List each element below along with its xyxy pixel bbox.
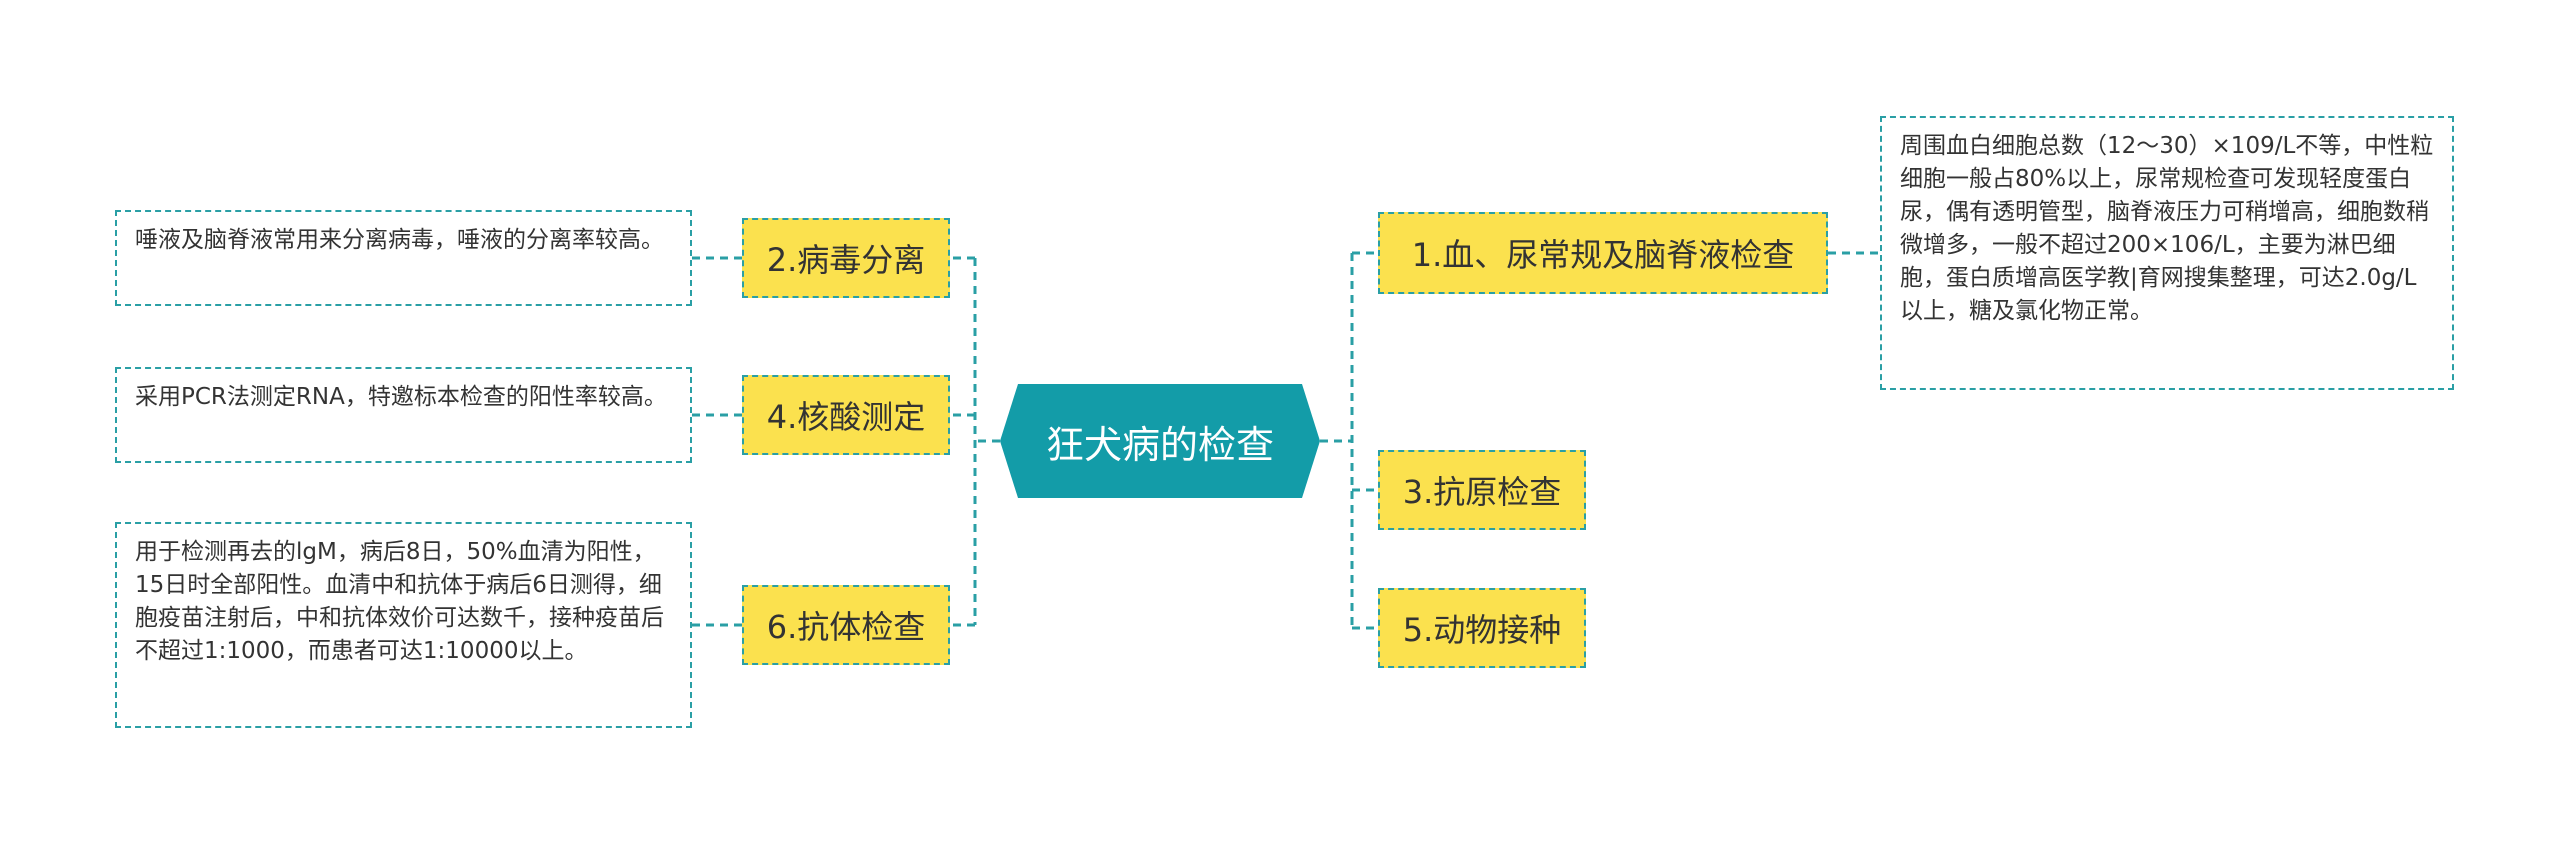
branch-nucleic-acid-test[interactable]: 4.核酸测定 [742, 375, 950, 455]
note-antibody-test: 用于检测再去的lgM，病后8日，50%血清为阳性，15日时全部阳性。血清中和抗体… [115, 522, 692, 728]
branch-routine-tests-label: 1.血、尿常规及脑脊液检查 [1411, 236, 1795, 274]
branch-virus-isolation[interactable]: 2.病毒分离 [742, 218, 950, 298]
note-antibody-test-text: 用于检测再去的lgM，病后8日，50%血清为阳性，15日时全部阳性。血清中和抗体… [135, 539, 664, 664]
central-topic-shape [1000, 384, 1320, 498]
central-topic-label: 狂犬病的检查 [1045, 422, 1274, 467]
note-virus-isolation: 唾液及脑脊液常用来分离病毒，唾液的分离率较高。 [115, 210, 692, 306]
branch-antigen-test[interactable]: 3.抗原检查 [1378, 450, 1586, 530]
note-routine-tests: 周围血白细胞总数（12～30）×109/L不等，中性粒细胞一般占80%以上，尿常… [1880, 116, 2454, 390]
branch-animal-inoculation[interactable]: 5.动物接种 [1378, 588, 1586, 668]
branch-antibody-test-label: 6.抗体检查 [766, 608, 926, 646]
note-nucleic-acid-test-text: 采用PCR法测定RNA，特邀标本检查的阳性率较高。 [135, 384, 667, 410]
note-routine-tests-text: 周围血白细胞总数（12～30）×109/L不等，中性粒细胞一般占80%以上，尿常… [1900, 133, 2434, 324]
branch-animal-inoculation-label: 5.动物接种 [1402, 611, 1562, 649]
branch-virus-isolation-label: 2.病毒分离 [766, 241, 926, 279]
branch-routine-tests[interactable]: 1.血、尿常规及脑脊液检查 [1378, 212, 1828, 294]
branch-antigen-test-label: 3.抗原检查 [1402, 473, 1562, 511]
central-topic[interactable]: 狂犬病的检查 [1000, 384, 1320, 498]
branch-nucleic-acid-test-label: 4.核酸测定 [766, 398, 926, 436]
note-virus-isolation-text: 唾液及脑脊液常用来分离病毒，唾液的分离率较高。 [135, 227, 664, 253]
branch-antibody-test[interactable]: 6.抗体检查 [742, 585, 950, 665]
note-nucleic-acid-test: 采用PCR法测定RNA，特邀标本检查的阳性率较高。 [115, 367, 692, 463]
